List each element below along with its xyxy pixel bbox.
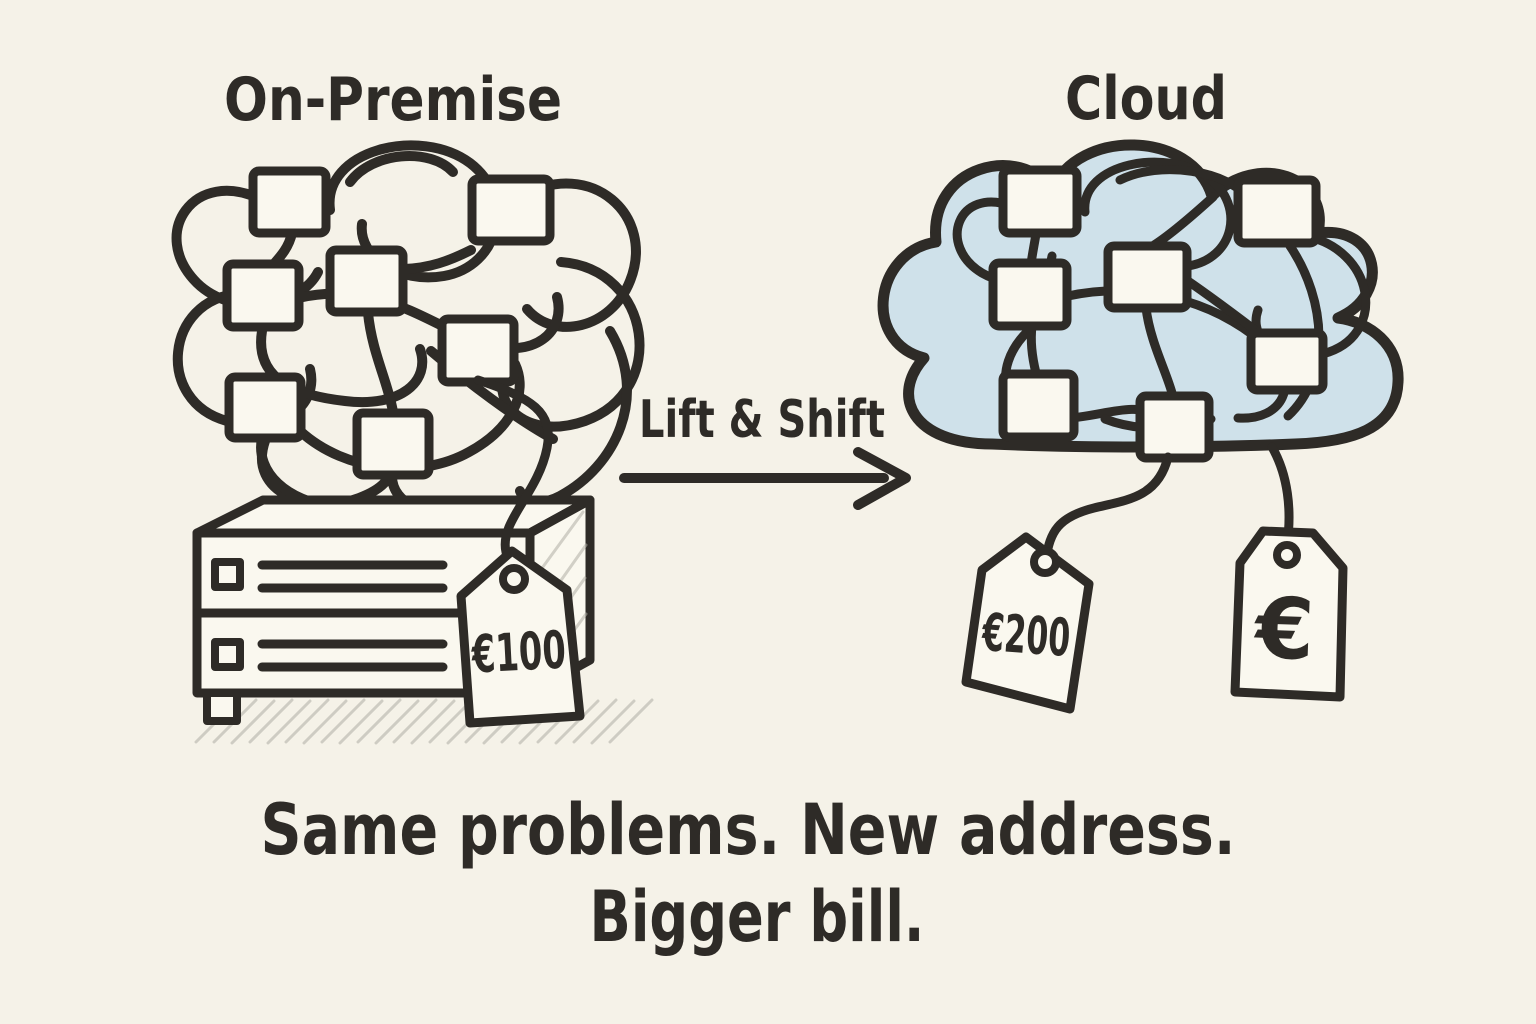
node-box [1233,175,1321,248]
price-tag-shape [1230,526,1348,702]
node-box [1103,241,1192,313]
server-unit-led [211,558,244,591]
price-tag-on-premise: €100 [456,546,585,728]
price-tag-cloud-secondary: € [1230,526,1348,702]
node-box [998,165,1082,238]
price-tag-cloud-primary: €200 [961,532,1094,714]
lift-shift-arrow [619,447,911,510]
cloud-price-primary-label: €200 [980,603,1073,669]
price-tag-string [1041,452,1173,564]
on-premise-nodes [222,166,555,480]
node-box [222,259,304,332]
node-box [988,258,1072,331]
server-shadow-hatch [194,698,654,745]
caption-line1: Same problems. New address. [261,789,1236,871]
server-unit-led [211,638,244,671]
node-box [437,314,519,387]
cloud-title: Cloud [1065,64,1227,134]
node-box [998,369,1079,442]
caption-line2: Bigger bill. [590,876,925,958]
arrow-head [853,447,911,510]
node-box [1135,391,1214,463]
price-tag-hole [499,564,529,594]
price-tag-hole [1030,547,1060,577]
cloud-nodes [988,165,1328,463]
node-box [467,174,555,246]
node-box [352,408,434,480]
node-box [325,245,408,317]
price-tag-hole [1273,541,1301,569]
lift-shift-label: Lift & Shift [639,390,885,450]
price-tag-shape [961,532,1094,714]
server-foot [203,689,241,725]
node-box [1246,328,1328,395]
node-box [248,166,331,238]
price-tag-shape [456,546,585,728]
on-premise-title: On-Premise [224,65,562,135]
on-premise-price-label: €100 [470,621,568,686]
node-box [224,372,306,443]
cloud-price-secondary-label: € [1252,579,1316,679]
